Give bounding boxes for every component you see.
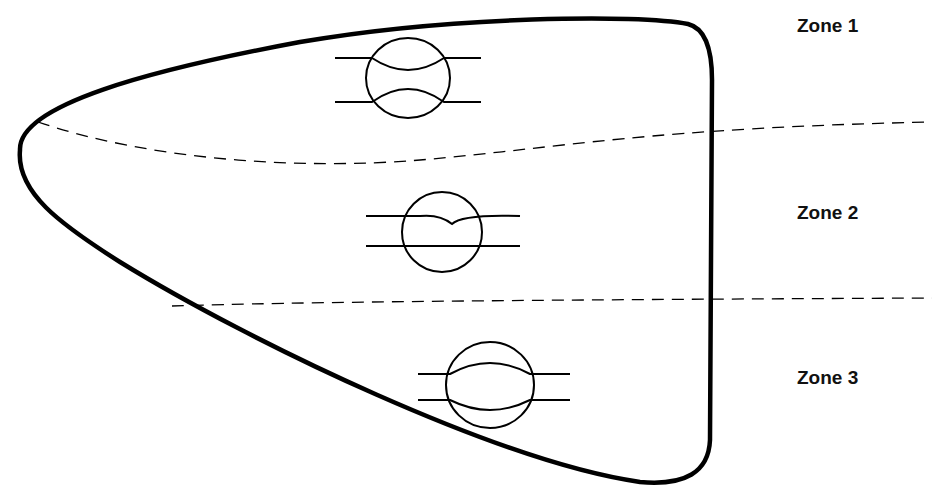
zone-boundary [38, 122, 932, 164]
lung-outline [20, 18, 712, 482]
capillary-symbol [418, 342, 570, 428]
zone-label: Zone 2 [794, 203, 861, 224]
capillary-symbol [366, 192, 520, 272]
zone-boundary [172, 298, 932, 306]
zone-label: Zone 1 [794, 16, 861, 37]
zone-label: Zone 3 [794, 368, 861, 389]
capillary-symbol [335, 38, 481, 118]
